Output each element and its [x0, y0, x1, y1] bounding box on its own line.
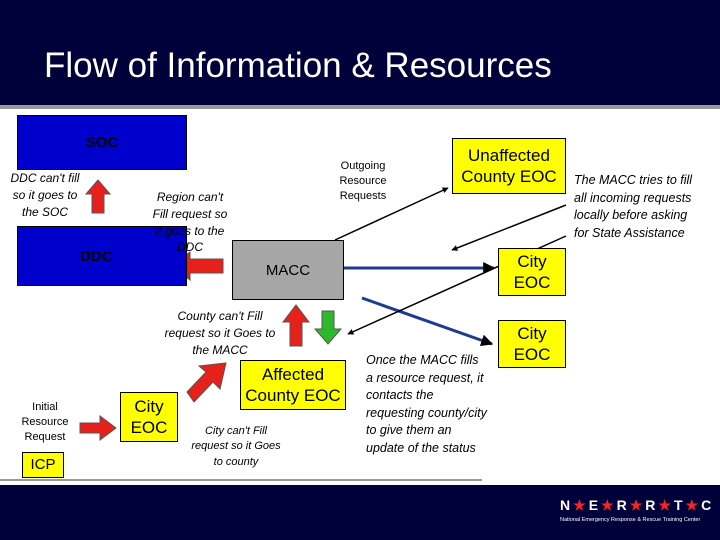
- logo-subtitle: National Emergency Response & Rescue Tra…: [560, 517, 701, 523]
- red-diagonal-arrow-city: [186, 362, 227, 403]
- nerrtc-logo: N★E★R★R★T★C National Emergency Response …: [560, 497, 715, 523]
- icp-box: ICP: [22, 452, 64, 478]
- macc-tries-note: The MACC tries to fill all incoming requ…: [574, 173, 693, 240]
- red-up-arrow-ddc: [84, 179, 112, 214]
- title-bar: [0, 0, 720, 108]
- region-cant-fill-note: Region can't Fill request so it goes to …: [152, 190, 228, 255]
- city-eoc-bottom-box: City EOC: [120, 392, 178, 442]
- outgoing-resource-requests-note: Outgoing Resource Requests: [339, 160, 387, 202]
- title-divider: [0, 105, 720, 109]
- unaffected-county-eoc-box: Unaffected County EOC: [452, 138, 566, 194]
- footer-bar: [0, 485, 720, 540]
- affected-county-eoc-box: Affected County EOC: [240, 360, 346, 410]
- slide-title: Flow of Information & Resources: [44, 46, 552, 85]
- logo-letters: N★E★R★R★T★C: [560, 497, 715, 513]
- black-arrow-macc-tries-up: [451, 204, 567, 251]
- city-cant-fill-note: City can't Fill request so it Goes to co…: [191, 425, 281, 468]
- soc-label: SOC: [85, 134, 119, 151]
- county-cant-fill-note: County can't Fill request so it Goes to …: [164, 309, 276, 357]
- blue-arrow-macc-city-mid: [361, 296, 494, 347]
- red-up-arrow-county: [281, 304, 311, 347]
- macc-fills-note: Once the MACC fills a resource request, …: [366, 353, 487, 455]
- green-down-arrow-macc: [313, 310, 343, 345]
- city-eoc-top-box: City EOC: [498, 248, 566, 296]
- soc-box: SOC: [17, 115, 187, 170]
- ddc-label: DDC: [80, 247, 113, 265]
- initial-resource-request-label: Initial Resource Request: [21, 401, 69, 443]
- ddc-cant-fill-note: DDC can't fill so it goes to the SOC: [10, 171, 80, 219]
- macc-box: MACC: [232, 240, 344, 300]
- city-eoc-bottom-label: City EOC: [130, 396, 168, 437]
- city-eoc-mid-box: City EOC: [498, 320, 566, 368]
- affected-county-eoc-label: Affected County EOC: [245, 364, 341, 405]
- icp-label: ICP: [30, 455, 56, 473]
- macc-label: MACC: [265, 261, 311, 279]
- red-right-arrow-initial: [79, 415, 117, 441]
- ddc-box: DDC: [17, 226, 187, 286]
- city-eoc-top-label: City EOC: [513, 251, 551, 292]
- city-eoc-mid-label: City EOC: [513, 323, 551, 364]
- unaffected-county-eoc-label: Unaffected County EOC: [461, 145, 557, 186]
